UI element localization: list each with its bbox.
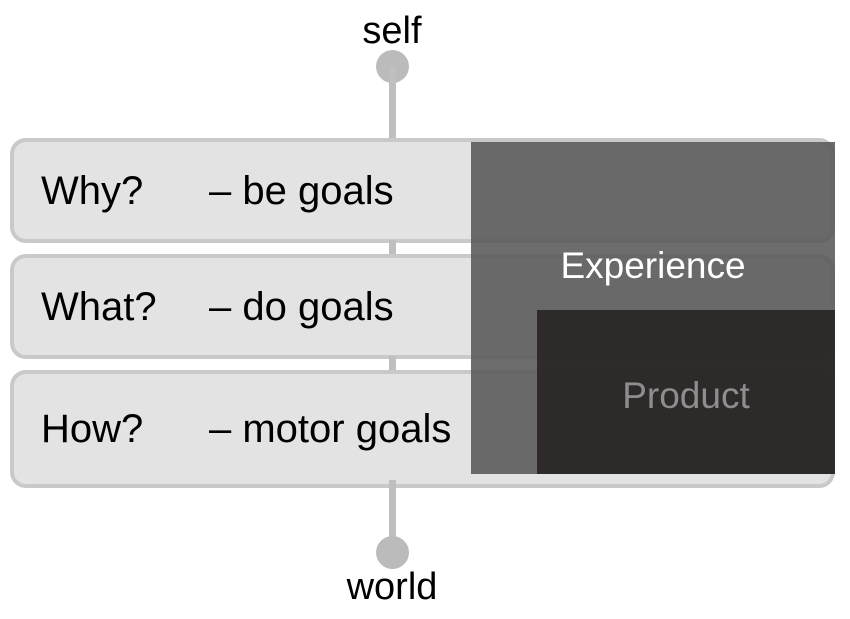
goal-descriptor-why: – be goals xyxy=(209,168,394,213)
goal-row-why-text: Why? – be goals xyxy=(41,169,394,213)
goal-question-how: How? xyxy=(41,407,144,451)
axis-line-top-segment xyxy=(389,66,396,142)
axis-dot-bottom xyxy=(376,536,409,569)
axis-line-gap-1 xyxy=(389,240,396,258)
axis-line-gap-2 xyxy=(389,356,396,374)
goal-question-what: What? xyxy=(41,284,157,329)
overlay-product-label: Product xyxy=(622,375,750,416)
overlay-experience-label: Experience xyxy=(560,245,746,286)
goal-descriptor-how: – motor goals xyxy=(209,407,452,451)
axis-label-self: self xyxy=(362,10,422,52)
overlay-product[interactable]: Product xyxy=(537,310,835,474)
axis-label-world: world xyxy=(346,566,438,608)
goal-row-how-text: How? – motor goals xyxy=(41,407,451,451)
goal-row-what-text: What? – do goals xyxy=(41,285,394,329)
goal-descriptor-what: – do goals xyxy=(209,284,394,329)
axis-line-bottom-segment xyxy=(389,480,396,554)
goal-question-why: Why? xyxy=(41,168,144,213)
